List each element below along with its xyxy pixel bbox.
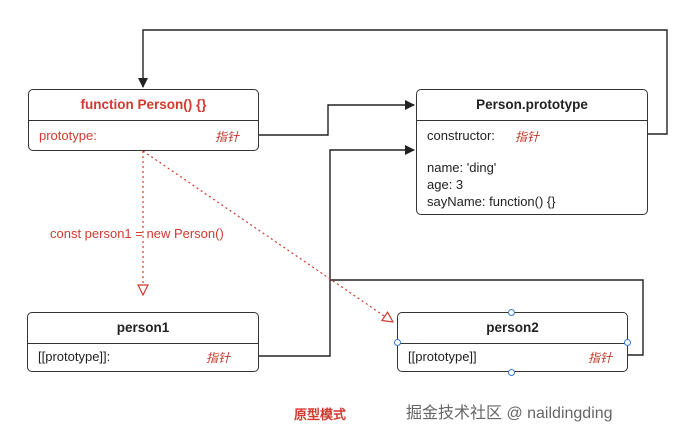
diagram-caption: 原型模式 bbox=[294, 407, 347, 422]
new-person2-arrow bbox=[142, 150, 393, 322]
watermark-text: 掘金技术社区 @ naildingding bbox=[406, 405, 613, 422]
person2-proto-label: [[prototype]] bbox=[408, 349, 477, 364]
new-person-label: const person1 = new Person() bbox=[50, 226, 224, 241]
person2-title: person2 bbox=[398, 313, 627, 344]
person-prototype-title: Person.prototype bbox=[417, 90, 647, 121]
person2-left-handle[interactable] bbox=[394, 339, 401, 346]
prototype-label: prototype: bbox=[39, 128, 97, 143]
person-function-title: function Person() {} bbox=[29, 90, 258, 121]
person2-box[interactable]: person2 [[prototype]] 指针 bbox=[397, 312, 628, 372]
person2-top-handle[interactable] bbox=[508, 309, 515, 316]
constructor-label: constructor: bbox=[427, 128, 495, 143]
person-prototype-box: Person.prototype constructor: 指针 name: '… bbox=[416, 89, 648, 215]
name-property: name: 'ding' bbox=[427, 160, 497, 175]
person1-proto-label: [[prototype]]: bbox=[38, 349, 111, 364]
person2-right-handle[interactable] bbox=[624, 339, 631, 346]
person1-pointer-label: 指针 bbox=[206, 351, 231, 365]
person2-proto-connector bbox=[330, 279, 644, 356]
prototype-arrow bbox=[258, 100, 415, 136]
person2-pointer-label: 指针 bbox=[588, 351, 613, 365]
constructor-pointer-label: 指针 bbox=[515, 130, 540, 144]
person1-box: person1 [[prototype]]: 指针 bbox=[27, 312, 259, 372]
person1-title: person1 bbox=[28, 313, 258, 344]
person-function-box: function Person() {} prototype: 指针 bbox=[28, 89, 259, 151]
age-property: age: 3 bbox=[427, 177, 464, 192]
person2-bottom-handle[interactable] bbox=[508, 369, 515, 376]
sayname-property: sayName: function() {} bbox=[427, 194, 556, 209]
person1-proto-arrow bbox=[233, 145, 415, 357]
prototype-pointer-label: 指针 bbox=[215, 130, 240, 144]
